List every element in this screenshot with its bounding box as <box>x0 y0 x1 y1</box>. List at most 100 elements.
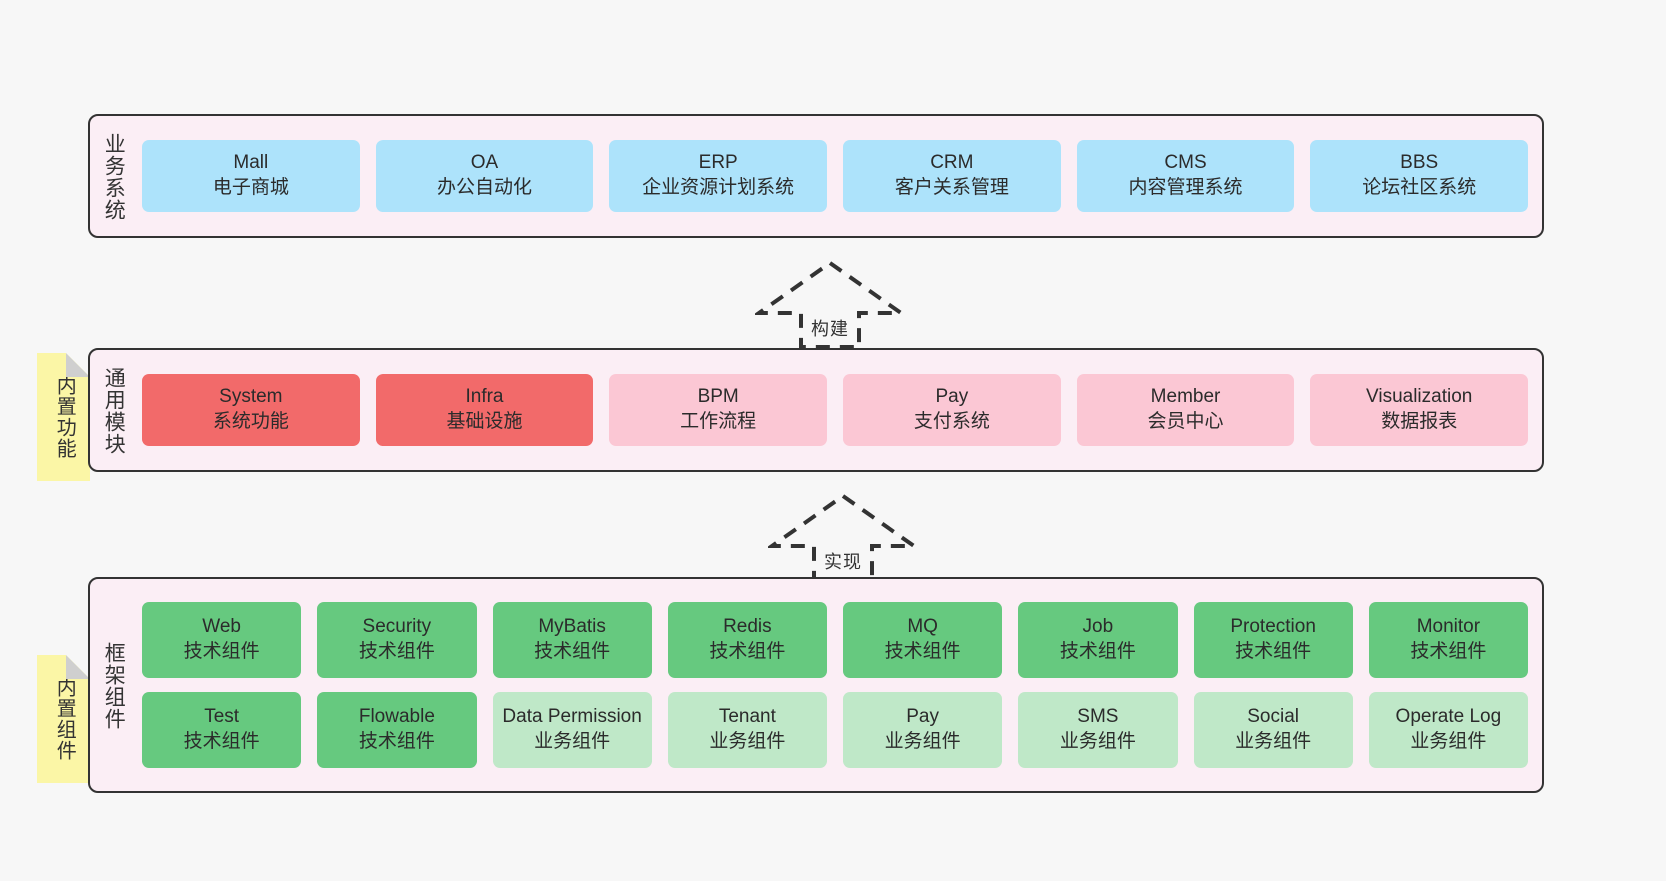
card-subtitle: 论坛社区系统 <box>1362 177 1477 198</box>
folded-corner-icon <box>66 353 90 377</box>
card-subtitle: 数据报表 <box>1381 411 1458 432</box>
card-title: BPM <box>697 386 739 408</box>
card-title: System <box>219 386 283 408</box>
card-subtitle: 业务组件 <box>1059 731 1136 752</box>
card-security[interactable]: Security 技术组件 <box>317 602 477 678</box>
card-subtitle: 工作流程 <box>680 411 757 432</box>
connector-implement-arrow: 实现 <box>768 492 918 584</box>
card-erp[interactable]: ERP 企业资源计划系统 <box>609 140 828 212</box>
card-social[interactable]: Social 业务组件 <box>1193 692 1353 768</box>
card-subtitle: 电子商城 <box>212 177 289 198</box>
layer-title-framework: 框架组件 <box>102 642 126 730</box>
layer-title-common: 通用模块 <box>102 367 126 455</box>
connector-label-build: 构建 <box>811 319 849 339</box>
connector-build-arrow: 构建 <box>755 259 905 351</box>
card-subtitle: 内容管理系统 <box>1128 177 1243 198</box>
card-subtitle: 技术组件 <box>534 641 611 662</box>
layer-common-modules: 通用模块 System 系统功能 Infra 基础设施 BPM 工作流程 Pay… <box>88 348 1544 472</box>
card-sms[interactable]: SMS 业务组件 <box>1018 692 1178 768</box>
card-infra[interactable]: Infra 基础设施 <box>375 374 594 446</box>
card-member[interactable]: Member 会员中心 <box>1076 374 1295 446</box>
card-pay-component[interactable]: Pay 业务组件 <box>843 692 1003 768</box>
layer-body-common: System 系统功能 Infra 基础设施 BPM 工作流程 Pay 支付系统… <box>136 350 1542 470</box>
card-title: OA <box>470 152 499 174</box>
layer-body-business: Mall 电子商城 OA 办公自动化 ERP 企业资源计划系统 CRM 客户关系… <box>136 116 1542 236</box>
folded-corner-icon <box>66 655 90 679</box>
card-crm[interactable]: CRM 客户关系管理 <box>843 140 1061 212</box>
card-subtitle: 技术组件 <box>1235 641 1312 662</box>
note-label: 内置功能 <box>53 375 76 459</box>
connector-label-implement: 实现 <box>824 552 862 572</box>
card-title: BBS <box>1400 152 1439 174</box>
card-bpm[interactable]: BPM 工作流程 <box>609 374 828 446</box>
card-monitor[interactable]: Monitor 技术组件 <box>1368 602 1528 678</box>
card-cms[interactable]: CMS 内容管理系统 <box>1076 140 1295 212</box>
card-bbs[interactable]: BBS 论坛社区系统 <box>1310 140 1529 212</box>
card-mq[interactable]: MQ 技术组件 <box>843 602 1003 678</box>
card-mall[interactable]: Mall 电子商城 <box>142 140 360 212</box>
card-title: Mall <box>233 152 269 174</box>
card-redis[interactable]: Redis 技术组件 <box>667 602 827 678</box>
card-subtitle: 基础设施 <box>446 411 523 432</box>
card-subtitle: 技术组件 <box>1059 641 1136 662</box>
card-title: CMS <box>1164 152 1207 174</box>
card-title: Monitor <box>1416 616 1481 638</box>
note-builtin-components: 内置组件 <box>37 655 90 783</box>
card-title: Data Permission <box>502 706 642 728</box>
card-system[interactable]: System 系统功能 <box>142 374 360 446</box>
card-flowable[interactable]: Flowable 技术组件 <box>317 692 477 768</box>
card-title: Pay <box>935 386 969 408</box>
card-subtitle: 客户关系管理 <box>894 177 1009 198</box>
card-row: System 系统功能 Infra 基础设施 BPM 工作流程 Pay 支付系统… <box>142 374 1529 446</box>
card-title: Redis <box>723 616 772 638</box>
card-subtitle: 技术组件 <box>358 641 435 662</box>
layer-business-systems: 业务系统 Mall 电子商城 OA 办公自动化 ERP 企业资源计划系统 CRM… <box>88 114 1544 238</box>
card-protection[interactable]: Protection 技术组件 <box>1193 602 1353 678</box>
card-title: Security <box>362 616 432 638</box>
card-subtitle: 业务组件 <box>534 731 611 752</box>
card-subtitle: 技术组件 <box>884 641 961 662</box>
card-data-permission[interactable]: Data Permission 业务组件 <box>492 692 652 768</box>
card-tenant[interactable]: Tenant 业务组件 <box>667 692 827 768</box>
card-title: Tenant <box>718 706 776 728</box>
layer-title-business: 业务系统 <box>102 133 126 221</box>
card-title: Test <box>204 706 240 728</box>
card-subtitle: 技术组件 <box>183 641 260 662</box>
card-title: Visualization <box>1366 386 1473 408</box>
card-oa[interactable]: OA 办公自动化 <box>375 140 594 212</box>
card-row: Web 技术组件 Security 技术组件 MyBatis 技术组件 Redi… <box>142 602 1528 678</box>
card-subtitle: 系统功能 <box>212 411 289 432</box>
card-title: Infra <box>465 386 504 408</box>
card-subtitle: 会员中心 <box>1147 411 1224 432</box>
card-subtitle: 办公自动化 <box>437 177 533 198</box>
card-subtitle: 技术组件 <box>1410 641 1487 662</box>
note-builtin-functions: 内置功能 <box>37 353 90 481</box>
card-subtitle: 支付系统 <box>913 411 990 432</box>
card-subtitle: 技术组件 <box>709 641 786 662</box>
card-web[interactable]: Web 技术组件 <box>142 602 302 678</box>
card-row: Test 技术组件 Flowable 技术组件 Data Permission … <box>142 692 1528 768</box>
dashed-up-arrow-icon <box>768 493 918 582</box>
card-visualization[interactable]: Visualization 数据报表 <box>1310 374 1529 446</box>
layer-framework-components: 框架组件 Web 技术组件 Security 技术组件 MyBatis 技术组件… <box>88 577 1544 793</box>
card-subtitle: 企业资源计划系统 <box>642 177 795 198</box>
card-job[interactable]: Job 技术组件 <box>1018 602 1178 678</box>
card-row: Mall 电子商城 OA 办公自动化 ERP 企业资源计划系统 CRM 客户关系… <box>142 140 1529 212</box>
card-title: Web <box>202 616 241 638</box>
card-operate-log[interactable]: Operate Log 业务组件 <box>1368 692 1528 768</box>
card-title: Pay <box>906 706 939 728</box>
card-title: SMS <box>1077 706 1119 728</box>
card-pay[interactable]: Pay 支付系统 <box>843 374 1061 446</box>
card-subtitle: 业务组件 <box>709 731 786 752</box>
card-subtitle: 技术组件 <box>358 731 435 752</box>
card-title: Member <box>1150 386 1221 408</box>
card-title: Job <box>1082 616 1114 638</box>
card-title: Operate Log <box>1395 706 1502 728</box>
card-title: Protection <box>1230 616 1316 638</box>
card-title: Flowable <box>358 706 435 728</box>
card-mybatis[interactable]: MyBatis 技术组件 <box>492 602 652 678</box>
card-title: CRM <box>930 152 974 174</box>
card-test[interactable]: Test 技术组件 <box>142 692 302 768</box>
card-subtitle: 业务组件 <box>1410 731 1487 752</box>
card-subtitle: 技术组件 <box>183 731 260 752</box>
